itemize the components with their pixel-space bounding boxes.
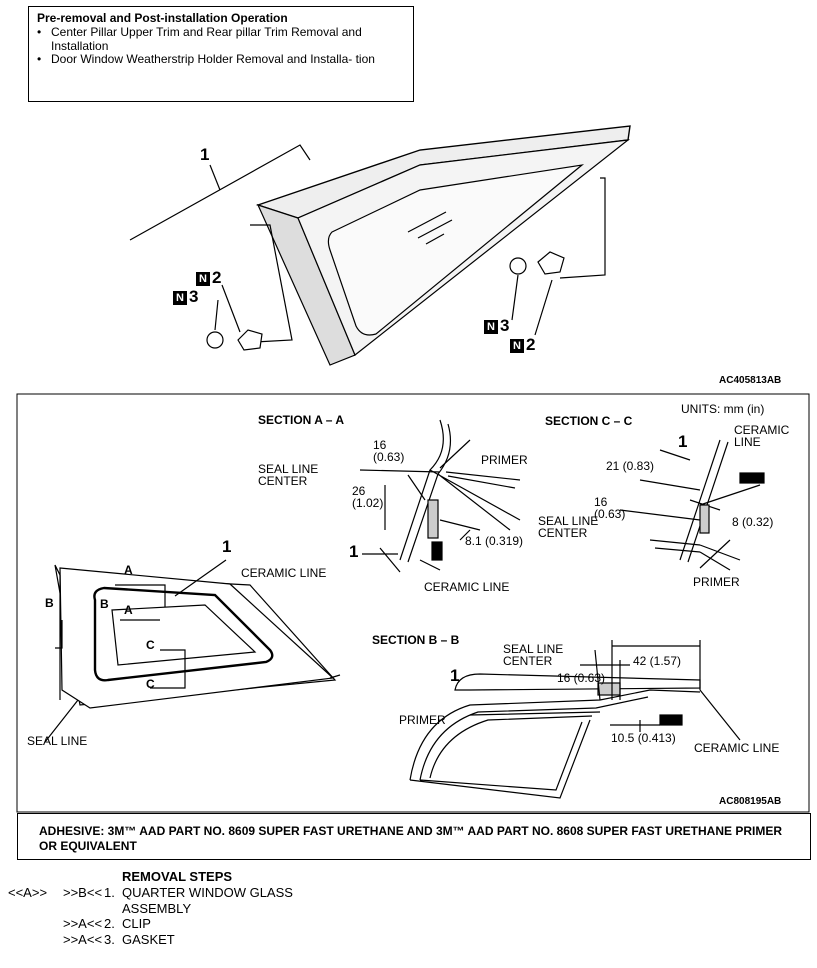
dim-16-cc: 16 (0.63) [594,495,626,521]
dim-105: 10.5 (0.413) [611,731,676,745]
adhesive-note-box: ADHESIVE: 3M™ AAD PART NO. 8609 SUPER FA… [17,813,811,860]
dim-8: 8 (0.32) [732,515,774,529]
pre-removal-item: Center Pillar Upper Trim and Rear pillar… [37,25,402,53]
seal-line-center-cc: SEAL LINE CENTER [538,514,599,540]
removal-steps-heading: REMOVAL STEPS [122,869,233,884]
adhesive-note: ADHESIVE: 3M™ AAD PART NO. 8609 SUPER FA… [39,824,782,853]
dim-42: 42 (1.57) [633,654,682,668]
step-3-text: GASKET [122,932,175,947]
n-badge: N [510,338,524,353]
dim-21: 21 (0.83) [606,459,655,473]
part-1-cc: 1 [678,432,688,451]
primer-cc: PRIMER [693,575,740,589]
step-2-ref-2: >>A<< [63,916,103,931]
marker-c-top: C [146,638,155,652]
part-1-label: 1 [200,145,210,164]
n-badge: N [196,271,210,286]
ceramic-line-bb: CERAMIC LINE [694,741,780,755]
dim-16-aa: 16 (0.63) [373,438,405,464]
section-cc-label: SECTION C – C [545,414,633,428]
pre-removal-item: Door Window Weatherstrip Holder Removal … [37,52,402,67]
dim-81: 8.1 (0.319) [465,534,524,548]
part-1-left: 1 [222,537,232,556]
marker-b-right: B [100,597,109,611]
n-badge: N [484,319,498,334]
part-3-number: 3 [189,287,199,306]
seal-line-left: SEAL LINE [27,734,88,748]
units-label: UNITS: mm (in) [681,402,765,416]
primer-bb: PRIMER [399,713,446,727]
ceramic-line-cc: CERAMIC LINE [734,423,790,449]
marker-b-left: B [45,596,54,610]
part-2-number: 2 [212,268,222,287]
primer-aa: PRIMER [481,453,528,467]
section-bb-label: SECTION B – B [372,633,460,647]
part-3-number: 3 [500,316,510,335]
marker-a-top: A [124,563,133,577]
figure-code-top: AC405813AB [719,375,782,386]
pre-removal-title: Pre-removal and Post-installation Operat… [37,11,288,25]
step-3-ref-2: >>A<< [63,932,103,947]
seal-line-center-aa: SEAL LINE CENTER [258,462,319,488]
n-badge: N [173,290,187,305]
step-2-text: CLIP [122,916,151,931]
part-1-bb: 1 [450,666,460,685]
ceramic-line-left: CERAMIC LINE [241,566,327,580]
ceramic-line-aa: CERAMIC LINE [424,580,510,594]
pre-removal-box: Pre-removal and Post-installation Operat… [28,6,414,102]
step-1-ref-1: <<A>> [8,885,48,900]
dim-16-bb: 16 (0.63) [557,671,606,685]
pre-removal-list: Center Pillar Upper Trim and Rear pillar… [37,25,402,67]
step-1-text: QUARTER WINDOW GLASS ASSEMBLY [122,885,293,916]
figure-code-section: AC808195AB [719,796,782,807]
step-2-number: 2. [104,916,115,931]
seal-line-center-bb: SEAL LINE CENTER [503,642,564,668]
step-1-number: 1. [104,885,115,900]
part-2-number: 2 [526,335,536,354]
marker-c-bottom: C [146,677,155,691]
part-1-aa: 1 [349,542,359,561]
dim-26: 26 (1.02) [352,484,384,510]
step-3-number: 3. [104,932,115,947]
marker-a-bottom: A [124,603,133,617]
step-1-ref-2: >>B<< [63,885,103,900]
section-aa-label: SECTION A – A [258,413,345,427]
